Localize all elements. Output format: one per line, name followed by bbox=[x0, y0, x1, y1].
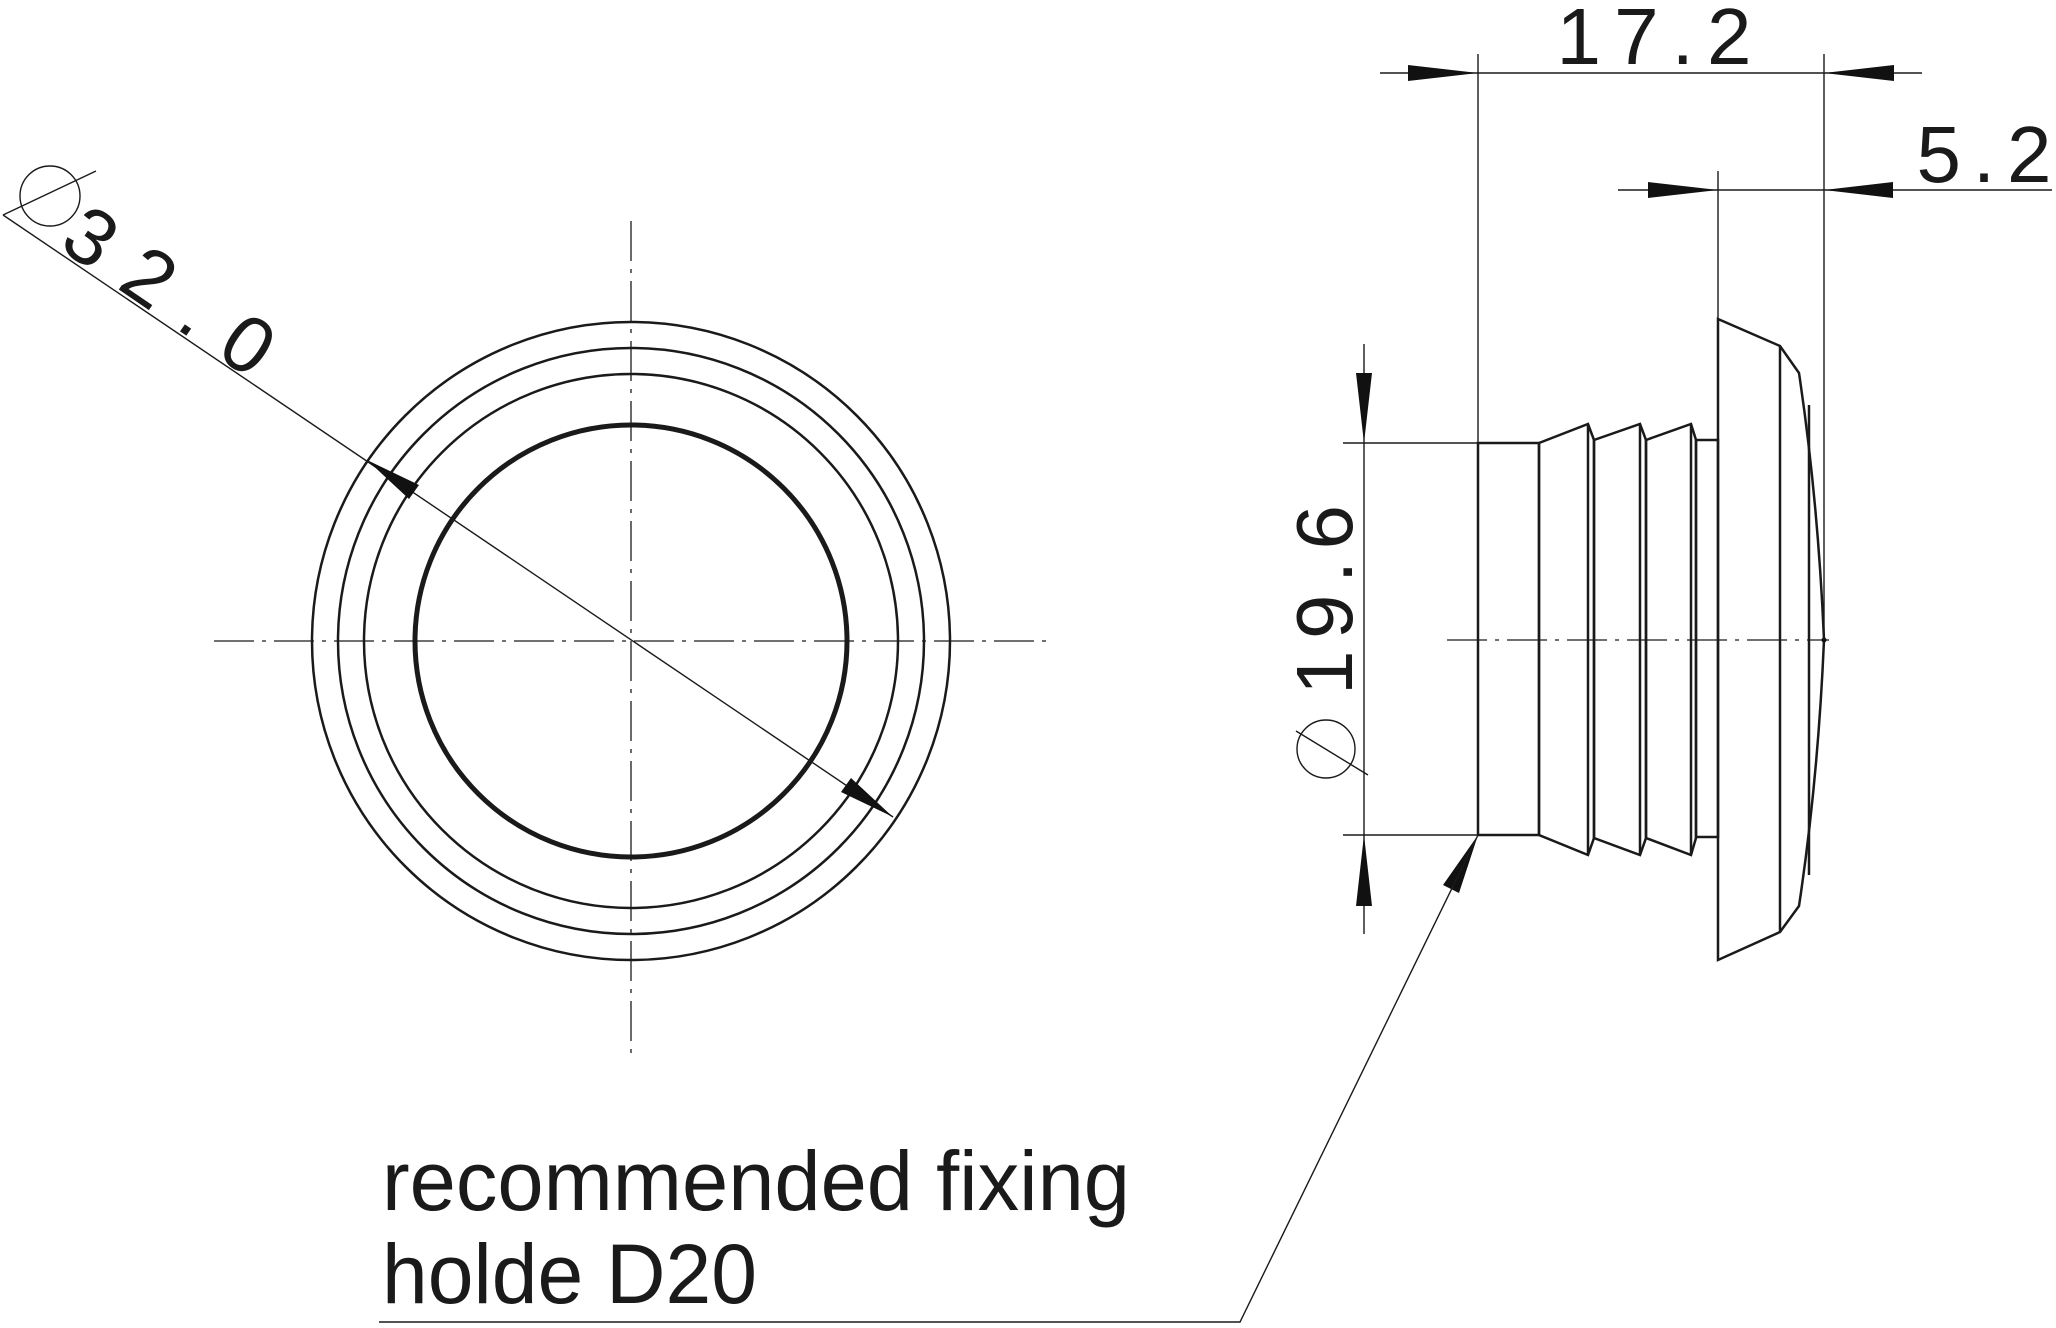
arrowhead bbox=[1648, 182, 1718, 198]
diameter-symbol-icon bbox=[1296, 719, 1356, 779]
arrowhead bbox=[1824, 65, 1894, 81]
second-rim-circle bbox=[336, 346, 926, 936]
arrowhead bbox=[1356, 835, 1372, 906]
side-view: 17.2 5.2 19.6 bbox=[1280, 0, 2052, 962]
note-line-1: recommended fixing bbox=[382, 1134, 1130, 1228]
neck bbox=[1694, 438, 1720, 839]
diameter-value-label: 32.0 bbox=[47, 188, 291, 394]
diameter-symbol-slash bbox=[2, 170, 97, 216]
third-rim-circle bbox=[362, 372, 900, 910]
shank-diameter-value-label: 19.6 bbox=[1280, 505, 1369, 695]
diameter-dimension-19-6: 19.6 bbox=[1280, 344, 1478, 934]
leader-arrowhead bbox=[1443, 835, 1478, 893]
diameter-symbol-icon bbox=[19, 165, 81, 227]
leader-line bbox=[379, 834, 1479, 1323]
arrowhead bbox=[1356, 373, 1372, 443]
dimension-line bbox=[2, 214, 894, 818]
diameter-symbol-slash bbox=[1295, 730, 1369, 776]
shank-base bbox=[1476, 441, 1541, 837]
arrowhead bbox=[841, 778, 893, 817]
length-value-label: 17.2 bbox=[1557, 0, 1752, 81]
arrowhead bbox=[1408, 65, 1478, 81]
arrowhead bbox=[1824, 182, 1893, 198]
flange-value-label: 5.2 bbox=[1917, 110, 2052, 199]
diameter-dimension-32: 32.0 bbox=[2, 165, 894, 818]
inner-circle bbox=[412, 422, 850, 860]
length-dimension-17-2: 17.2 bbox=[1380, 0, 1922, 640]
flange-dimension-5-2: 5.2 bbox=[1618, 110, 2052, 319]
note-line-2: holde D20 bbox=[382, 1227, 757, 1321]
arrowhead bbox=[367, 460, 419, 499]
front-view: 32.0 bbox=[2, 165, 1049, 1057]
fixing-hole-note: recommended fixing holde D20 bbox=[379, 834, 1479, 1323]
outer-rim-circle bbox=[310, 320, 952, 962]
